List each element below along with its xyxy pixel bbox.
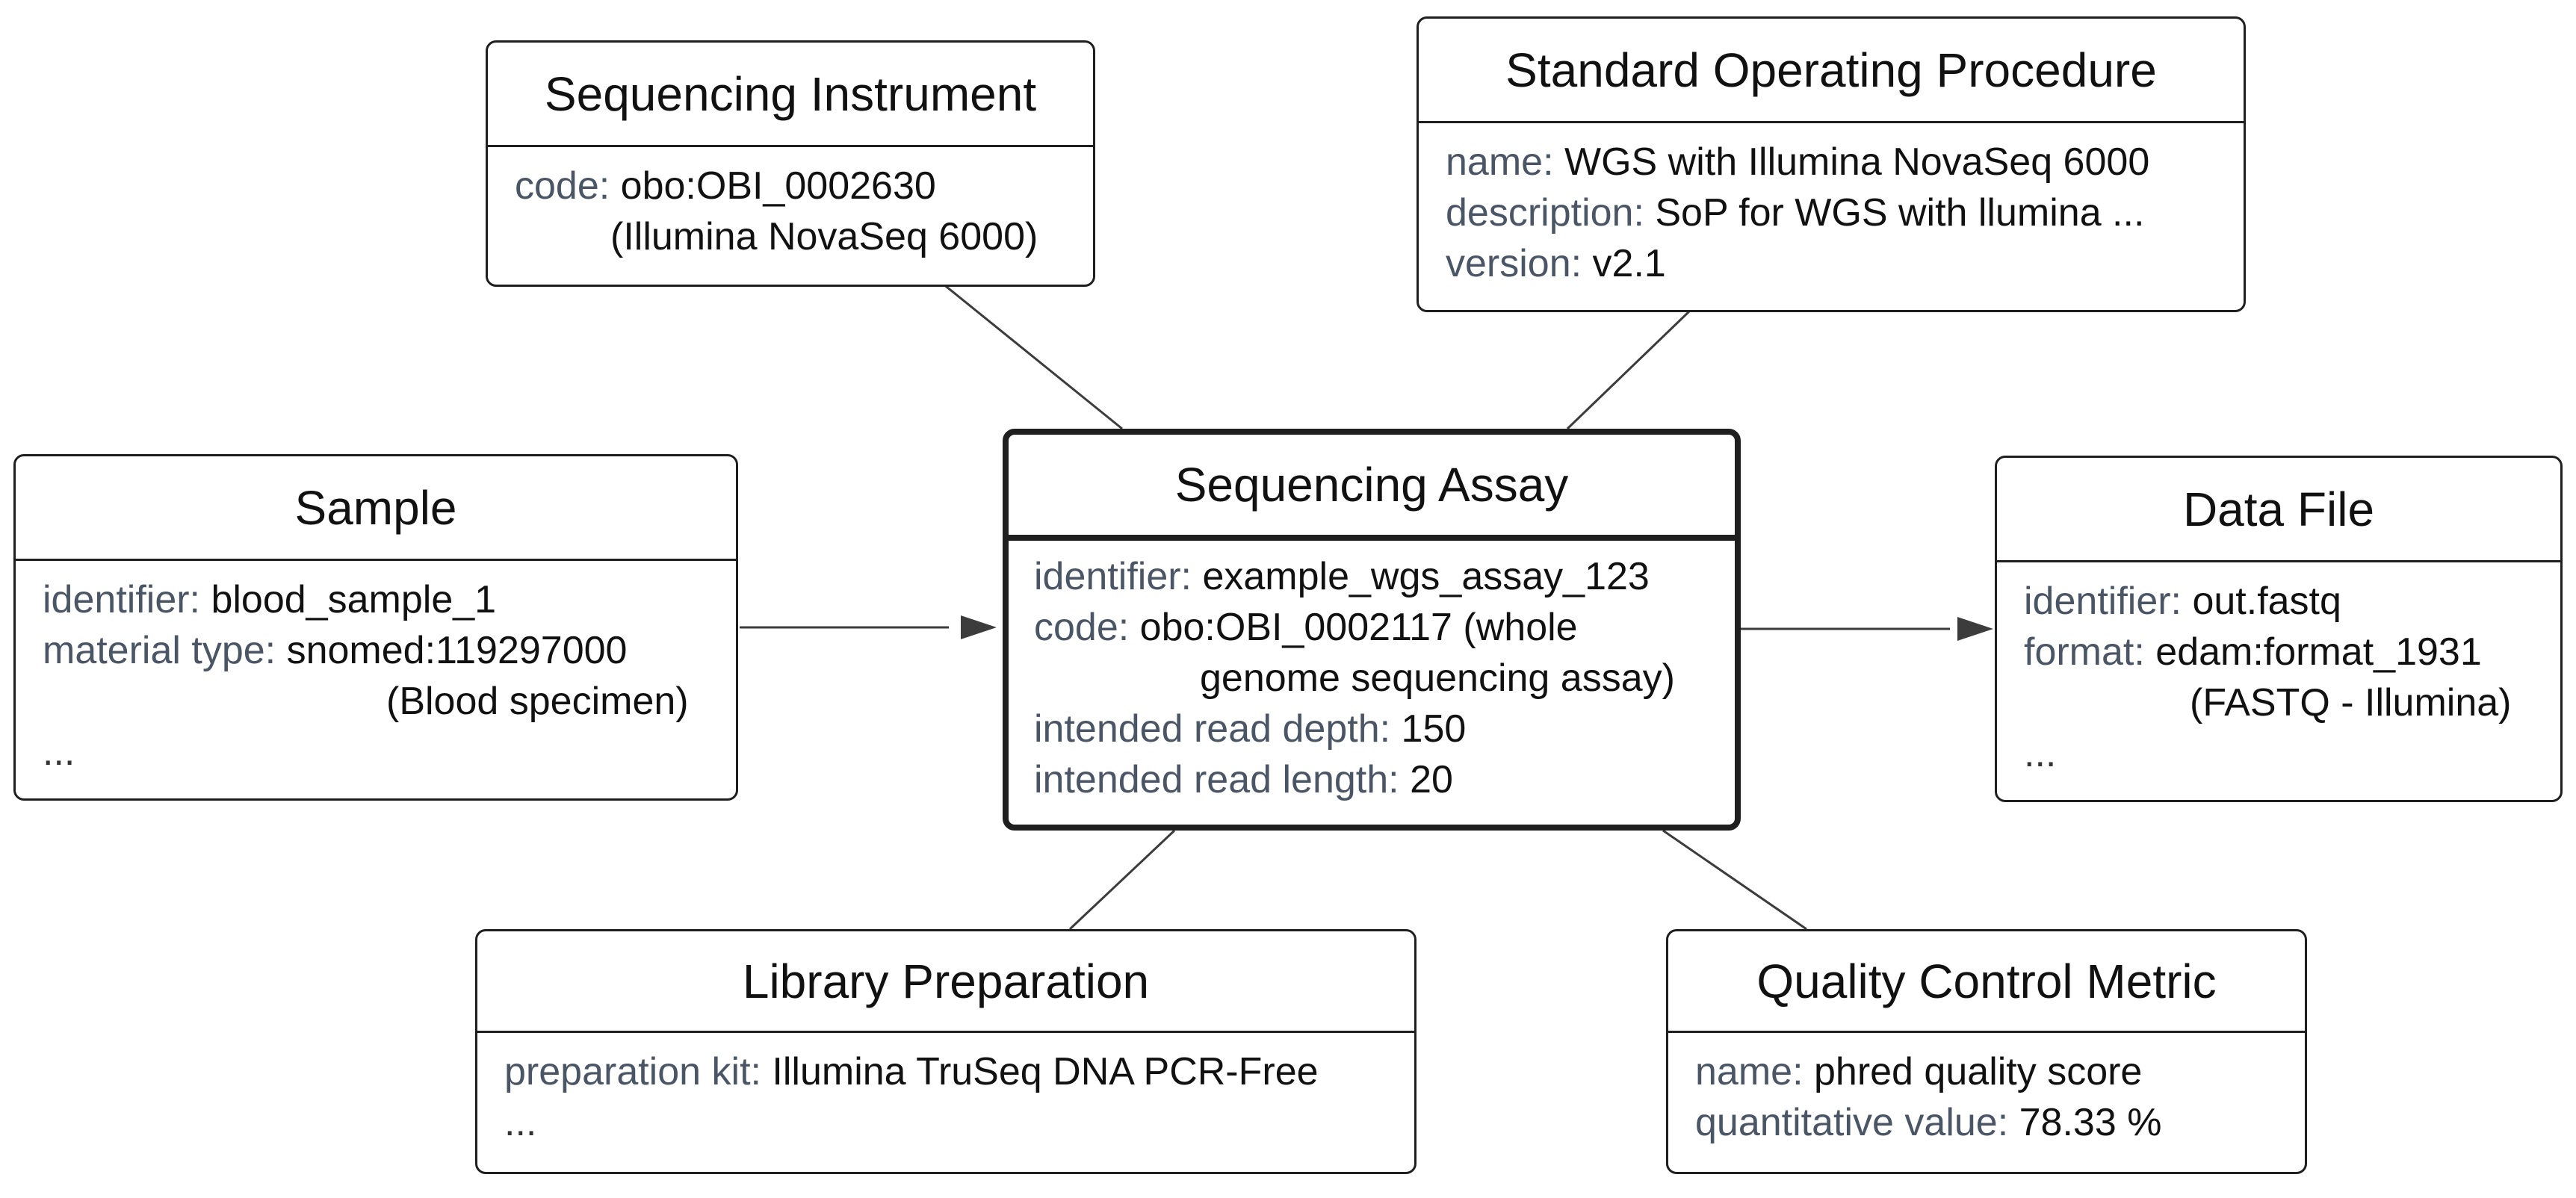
attr-name: name: phred quality score [1695,1050,2143,1093]
more-ellipsis: ... [504,1101,537,1144]
edge-qc-metric-to-assay [1662,829,1807,931]
edge-instrument-to-assay [942,282,1123,430]
attr-name: name: WGS with Illumina NovaSeq 6000 [1446,140,2150,184]
attr-format: format: edam:format_1931 [2024,630,2482,674]
edge-library-prep-to-assay [1068,829,1176,931]
attr-identifier: identifier: out.fastq [2024,580,2341,623]
node-quality-control-metric[interactable]: Quality Control Metric name: phred quali… [1666,929,2307,1174]
attr-code-continued: (Illumina NovaSeq 6000) [610,215,1038,258]
arrowhead-sample-to-assay [961,615,997,639]
node-title: Data File [1997,458,2560,562]
edge-sop-to-assay [1566,309,1691,430]
node-library-preparation[interactable]: Library Preparation preparation kit: Ill… [475,929,1417,1174]
attr-intended-read-depth: intended read depth: 150 [1034,707,1467,751]
node-sample[interactable]: Sample identifier: blood_sample_1 materi… [13,454,738,801]
attr-quantitative-value: quantitative value: 78.33 % [1695,1101,2162,1144]
attr-intended-read-length: intended read length: 20 [1034,758,1453,801]
attr-code: code: obo:OBI_0002117 (whole [1034,606,1578,649]
node-standard-operating-procedure[interactable]: Standard Operating Procedure name: WGS w… [1417,16,2246,312]
node-title: Library Preparation [477,931,1414,1033]
node-sequencing-assay[interactable]: Sequencing Assay identifier: example_wgs… [1003,429,1741,831]
attr-version: version: v2.1 [1446,242,1666,285]
node-title: Standard Operating Procedure [1419,19,2244,123]
node-sequencing-instrument[interactable]: Sequencing Instrument code: obo:OBI_0002… [486,40,1095,287]
node-title: Sample [16,456,736,561]
node-title: Sequencing Instrument [488,43,1093,147]
more-ellipsis: ... [2024,732,2057,775]
attr-code: code: obo:OBI_0002630 [515,164,936,208]
node-title: Sequencing Assay [1009,435,1735,541]
attr-description: description: SoP for WGS with llumina ..… [1446,191,2145,235]
node-data-file[interactable]: Data File identifier: out.fastq format: … [1995,456,2563,802]
node-title: Quality Control Metric [1668,931,2305,1033]
attr-material-type-continued: (Blood specimen) [386,680,689,723]
attr-material-type: material type: snomed:119297000 [43,629,628,672]
arrowhead-assay-to-data-file [1957,617,1993,641]
attr-identifier: identifier: blood_sample_1 [43,578,497,621]
more-ellipsis: ... [43,730,75,774]
attr-preparation-kit: preparation kit: Illumina TruSeq DNA PCR… [504,1050,1319,1093]
attr-format-continued: (FASTQ - Illumina) [2190,681,2512,724]
attr-code-continued: genome sequencing assay) [1200,657,1675,700]
attr-identifier: identifier: example_wgs_assay_123 [1034,555,1650,598]
